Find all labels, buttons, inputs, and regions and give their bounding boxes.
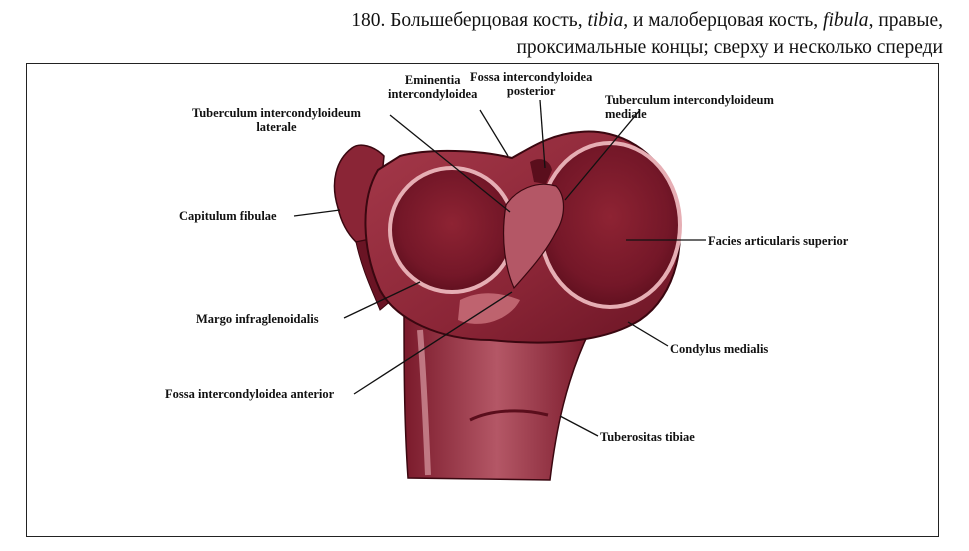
illustration-frame xyxy=(26,63,939,537)
caption-text-1: Большеберцовая кость, xyxy=(390,10,583,31)
label-eminentia-intercondyloidea: Eminentia intercondyloidea xyxy=(388,73,478,101)
label-margo-infraglenoidalis: Margo infraglenoidalis xyxy=(196,312,319,326)
caption-term-fibula: fibula xyxy=(823,10,869,31)
label-facies-articularis-superior: Facies articularis superior xyxy=(708,234,849,248)
label-capitulum-fibulae: Capitulum fibulae xyxy=(179,209,277,223)
label-tuberculum-laterale: Tuberculum intercondyloideum laterale xyxy=(192,106,361,134)
medial-articular-surface xyxy=(538,141,682,309)
figure-caption-line-2: проксимальные концы; сверху и несколько … xyxy=(516,37,943,58)
caption-term-tibia: tibia xyxy=(587,10,624,31)
label-fossa-intercondyloidea-anterior: Fossa intercondyloidea anterior xyxy=(165,387,335,401)
intercondylar-eminence xyxy=(502,183,565,290)
figure-number: 180. xyxy=(351,10,386,31)
caption-text-2: , и малоберцовая кость, xyxy=(623,10,819,31)
tibia-shaft xyxy=(403,299,592,481)
label-fossa-intercondyloidea-posterior: Fossa intercondyloidea posterior xyxy=(470,70,593,98)
label-condylus-medialis: Condylus medialis xyxy=(670,342,769,356)
figure-caption-line-1: 180. Большеберцовая кость, tibia, и мало… xyxy=(351,8,943,34)
lateral-articular-surface xyxy=(388,166,516,294)
caption-text-3: , правые, xyxy=(868,10,943,31)
label-tuberculum-mediale: Tuberculum intercondyloideum mediale xyxy=(605,93,774,121)
label-tuberositas-tibiae: Tuberositas tibiae xyxy=(600,430,695,444)
